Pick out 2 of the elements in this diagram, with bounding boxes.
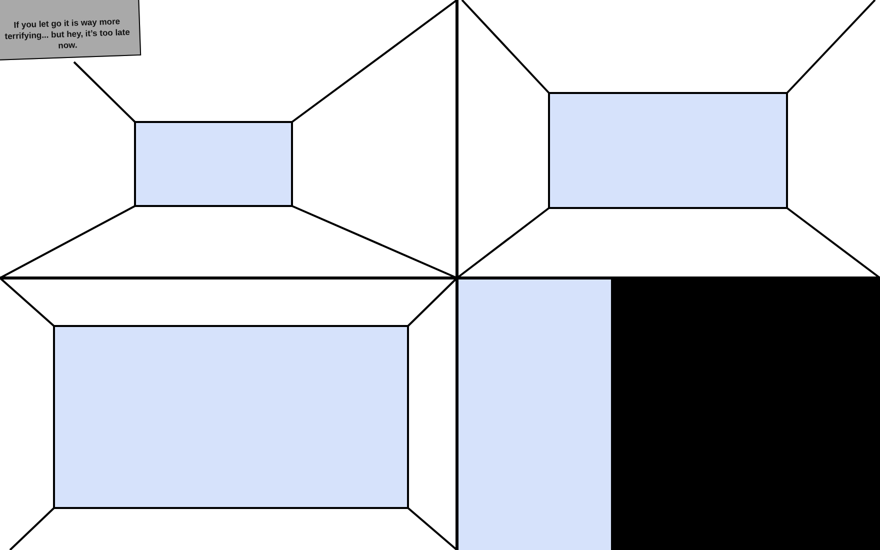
caption-text: If you let go it is way more terrifying... but hey, it’s too late now.	[4, 16, 132, 52]
caption-box	[0, 0, 142, 61]
